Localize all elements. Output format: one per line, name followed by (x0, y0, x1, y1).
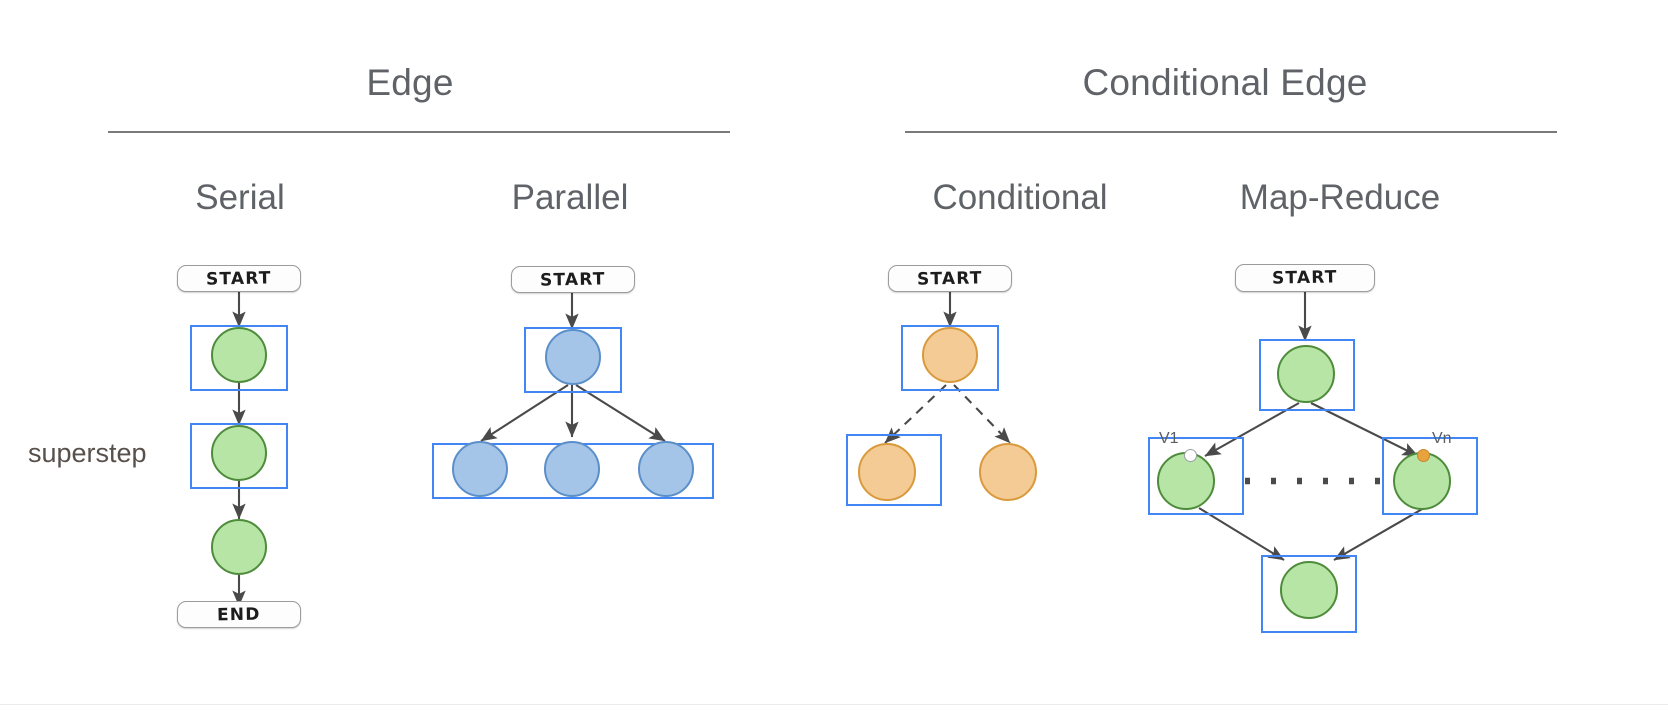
section-title-edge: Edge (366, 62, 454, 103)
footer-divider (0, 704, 1668, 705)
parallel-start-terminal[interactable]: START (510, 266, 636, 293)
superstep-label: superstep (28, 438, 147, 468)
conditional-start-terminal[interactable]: START (887, 265, 1013, 292)
serial-end-terminal[interactable]: END (176, 601, 302, 628)
variant-title-map-reduce: Map-Reduce (1239, 178, 1441, 217)
parallel-superstep-box-1 (524, 327, 622, 393)
serial-node-1[interactable] (211, 327, 267, 383)
parallel-node-3[interactable] (544, 441, 600, 497)
conditional-node-3[interactable] (979, 443, 1037, 501)
parallel-node-1[interactable] (545, 329, 601, 385)
variant-title-parallel: Parallel (511, 178, 629, 217)
map-reduce-superstep-box-vn (1382, 437, 1478, 515)
map-reduce-vn-endpoint-dot (1417, 449, 1430, 462)
map-reduce-map-node[interactable] (1277, 345, 1335, 403)
conditional-start-label: START (917, 267, 983, 290)
serial-superstep-box-1 (190, 325, 288, 391)
section-title-conditional-edge: Conditional Edge (1082, 62, 1368, 103)
conditional-node-1[interactable] (922, 327, 978, 383)
map-reduce-start-terminal[interactable]: START (1234, 264, 1376, 292)
map-reduce-superstep-box-v1 (1148, 437, 1244, 515)
map-reduce-vn-label: Vn (1432, 430, 1452, 447)
section-divider-edge (108, 131, 730, 133)
serial-start-label: START (206, 267, 272, 290)
conditional-superstep-box-2 (846, 434, 942, 506)
map-reduce-superstep-box-1 (1259, 339, 1355, 411)
serial-node-3[interactable] (211, 519, 267, 575)
parallel-node-2[interactable] (452, 441, 508, 497)
serial-start-terminal[interactable]: START (176, 265, 302, 292)
conditional-superstep-box-1 (901, 325, 999, 391)
map-reduce-superstep-box-reduce (1261, 555, 1357, 633)
parallel-node-4[interactable] (638, 441, 694, 497)
variant-title-conditional: Conditional (932, 178, 1108, 217)
serial-node-2[interactable] (211, 425, 267, 481)
conditional-node-2[interactable] (858, 443, 916, 501)
map-reduce-start-label: START (1272, 267, 1338, 289)
map-reduce-edges (1198, 291, 1425, 561)
serial-superstep-box-2 (190, 423, 288, 489)
section-divider-conditional-edge (905, 131, 1557, 133)
serial-end-label: END (217, 604, 261, 625)
map-reduce-v1-label: V1 (1159, 430, 1179, 447)
variant-title-serial: Serial (195, 178, 285, 217)
map-reduce-v1-endpoint-dot (1184, 449, 1197, 462)
parallel-start-label: START (540, 268, 606, 291)
map-reduce-reduce-node[interactable] (1280, 561, 1338, 619)
